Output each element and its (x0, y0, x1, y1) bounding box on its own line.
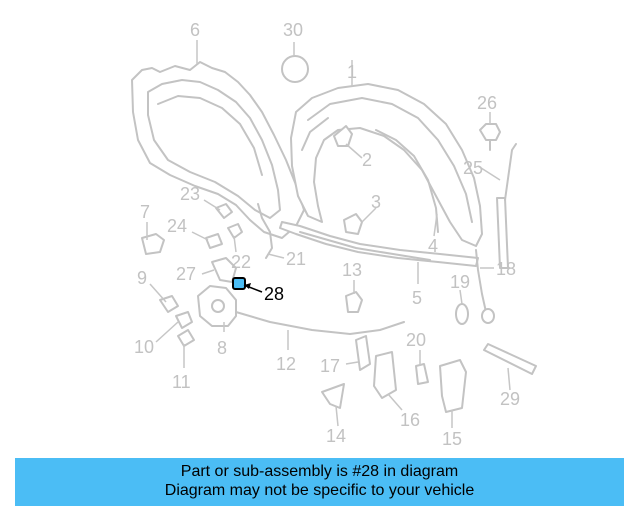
part-13-grommet (345, 291, 363, 313)
part-1-hood-panel (290, 83, 483, 247)
callout-10: 10 (134, 337, 154, 357)
part-27-bracket (211, 257, 237, 283)
callout-6: 6 (190, 20, 200, 40)
callout-23: 23 (180, 184, 200, 204)
callout-18: 18 (496, 259, 516, 279)
callout-27: 27 (176, 264, 196, 284)
part-21-prop-rod (257, 203, 273, 259)
part-14-guide (321, 383, 345, 409)
part-23-bolt (215, 203, 233, 219)
callout-14: 14 (326, 426, 346, 446)
part-10-bolt (175, 311, 193, 329)
part-15-handle (439, 359, 467, 413)
part-4-seal (375, 129, 439, 233)
part-8-hood-latch (197, 285, 237, 327)
callout-25: 25 (463, 158, 483, 178)
part-2-clip (333, 125, 353, 147)
part-11-clip (177, 329, 195, 347)
part-22-bolt (227, 223, 243, 239)
part-29-trim (483, 343, 537, 375)
callout-19: 19 (450, 272, 470, 292)
leader-lines (146, 40, 511, 428)
callout-13: 13 (342, 260, 362, 280)
callout-26: 26 (477, 93, 497, 113)
callout-24: 24 (167, 216, 187, 236)
callout-15: 15 (442, 429, 462, 449)
callout-20: 20 (406, 330, 426, 350)
callout-5: 5 (412, 288, 422, 308)
part-30-bumper (281, 55, 309, 83)
caption-banner: Part or sub-assembly is #28 in diagram D… (15, 458, 624, 506)
part-20-pin (415, 363, 429, 385)
part-7-bumper (141, 233, 165, 255)
part-5-weatherstrip (279, 221, 479, 267)
part-19-seal (455, 303, 469, 325)
callout-21: 21 (286, 249, 306, 269)
caption-line-2: Diagram may not be specific to your vehi… (164, 482, 475, 499)
callout-11: 11 (172, 372, 191, 392)
callout-7: 7 (140, 202, 150, 222)
part-24-nut (205, 233, 223, 249)
callout-3: 3 (371, 192, 381, 212)
callout-9: 9 (137, 268, 147, 288)
callout-28: 28 (264, 284, 284, 304)
callout-labels: 6 30 1 2 3 4 5 7 8 9 10 11 12 13 14 15 1… (134, 20, 520, 449)
part-6-hood-insulator (131, 61, 305, 239)
part-12-release-cable (235, 311, 405, 335)
caption-line-1: Part or sub-assembly is #28 in diagram (180, 463, 459, 480)
part-17-bracket (355, 335, 371, 371)
callout-30: 30 (283, 20, 303, 40)
callout-29: 29 (500, 389, 520, 409)
exploded-parts-diagram: 6 30 1 2 3 4 5 7 8 9 10 11 12 13 14 15 1… (131, 20, 537, 449)
callout-4: 4 (428, 236, 438, 256)
part-25-gas-strut (496, 143, 517, 269)
callout-12: 12 (276, 354, 296, 374)
callout-16: 16 (400, 410, 420, 430)
callout-22: 22 (231, 252, 251, 272)
part-16-striker (373, 351, 397, 399)
part-28-arrowhead (244, 283, 251, 289)
part-18-rod (475, 249, 487, 313)
callout-17: 17 (320, 356, 340, 376)
callout-2: 2 (362, 150, 372, 170)
callout-8: 8 (217, 338, 227, 358)
part-28-highlighted (232, 277, 246, 290)
part-3-clip (343, 213, 363, 235)
part-26-ball-stud (479, 123, 501, 151)
callout-1: 1 (347, 62, 357, 82)
